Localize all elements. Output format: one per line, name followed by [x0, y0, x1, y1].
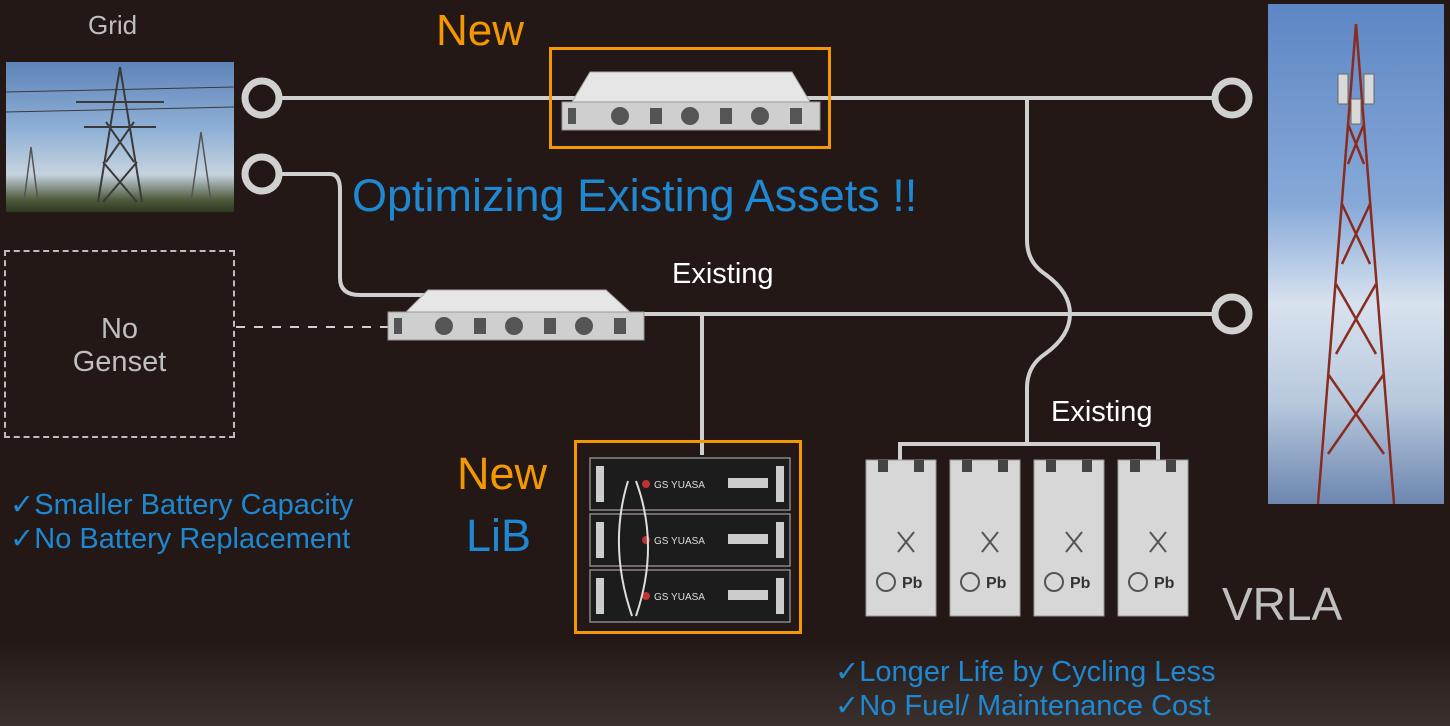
- existing-rectifier-unit: [384, 288, 646, 344]
- vrla-label: VRLA: [1222, 578, 1343, 630]
- svg-text:GS YUASA: GS YUASA: [654, 480, 705, 491]
- existing-rectifier-label: Existing: [672, 258, 774, 290]
- grid-to-existing-rectifier-line: [282, 172, 440, 297]
- vrla-busbar: [898, 442, 1160, 460]
- new-rectifier-unit: [560, 70, 822, 132]
- svg-text:Pb: Pb: [1070, 575, 1091, 592]
- lattice-tower-icon: [1316, 23, 1396, 504]
- load-terminal-1: [1211, 77, 1253, 119]
- cell-tower-photo: [1268, 4, 1444, 504]
- new-lib-box: [574, 440, 802, 634]
- headline: Optimizing Existing Assets !!: [352, 170, 918, 221]
- existing-battery-label: Existing: [1051, 396, 1153, 428]
- benefit-left-2: ✓No Battery Replacement: [10, 523, 351, 555]
- lib-label: LiB: [466, 510, 532, 561]
- grid-label: Grid: [88, 10, 138, 40]
- new-lib-label: New: [457, 448, 548, 499]
- new-rectifier-label: New: [436, 6, 525, 55]
- load-terminal-2: [1211, 293, 1253, 335]
- svg-text:Pb: Pb: [902, 575, 923, 592]
- svg-text:GS YUASA: GS YUASA: [654, 536, 705, 547]
- genset-placeholder-box: [4, 250, 235, 438]
- benefits-left: ✓Smaller Battery Capacity ✓No Battery Re…: [10, 488, 353, 556]
- grid-terminal-1: [241, 77, 283, 119]
- grid-terminal-2: [241, 153, 283, 195]
- lib-battery-stack: GS YUASA GS YUASA GS YUASA: [588, 456, 792, 626]
- benefit-left-1: ✓Smaller Battery Capacity: [10, 489, 354, 521]
- svg-text:Pb: Pb: [1154, 575, 1175, 592]
- vrla-connection-line: [1025, 98, 1073, 444]
- svg-text:Pb: Pb: [986, 575, 1007, 592]
- no-genset-label: No Genset: [72, 313, 167, 378]
- benefits-right: ✓Longer Life by Cycling Less ✓No Fuel/ M…: [835, 655, 1216, 723]
- svg-text:GS YUASA: GS YUASA: [654, 592, 705, 603]
- power-pylon-icon: [6, 66, 234, 203]
- benefit-right-2: ✓No Fuel/ Maintenance Cost: [835, 690, 1211, 722]
- grid-tower-photo: [6, 62, 234, 212]
- benefit-right-1: ✓Longer Life by Cycling Less: [835, 656, 1216, 688]
- vrla-battery-bank: Pb Pb Pb Pb: [864, 456, 1194, 620]
- new-rectifier-box: [549, 47, 831, 149]
